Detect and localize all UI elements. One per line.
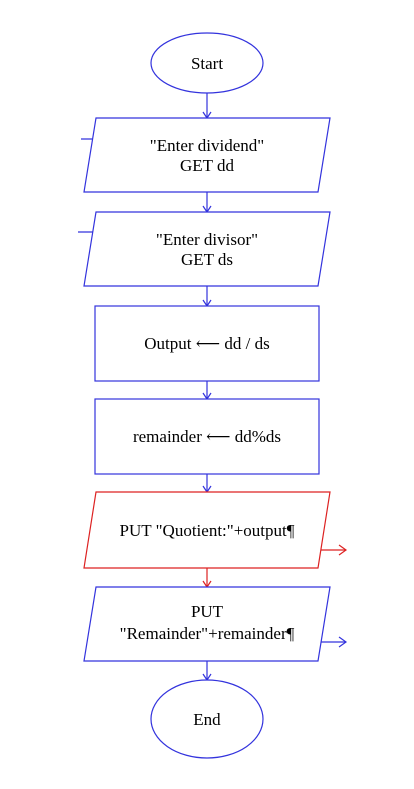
input-dividend-parallelogram — [83, 117, 331, 193]
node-end: End — [150, 679, 264, 759]
input-divisor-get: GET ds — [181, 250, 233, 269]
process-remainder-box — [94, 398, 320, 475]
node-output-remainder: PUT "Remainder"+remainder¶ — [83, 586, 331, 662]
node-start: Start — [150, 32, 264, 94]
output-quotient-parallelogram — [83, 491, 331, 569]
process-output-box — [94, 305, 320, 382]
process-output-label: Output ⟵ dd / ds — [144, 334, 269, 353]
input-dividend-prompt: "Enter dividend" — [150, 136, 264, 155]
start-label: Start — [191, 54, 223, 73]
input-divisor-parallelogram — [83, 211, 331, 287]
end-label: End — [193, 710, 221, 729]
output-quotient-label: PUT "Quotient:"+output¶ — [120, 521, 295, 540]
end-terminal-shape — [150, 679, 264, 759]
node-input-dividend: "Enter dividend" GET dd — [83, 117, 331, 193]
output-remainder-expression: "Remainder"+remainder¶ — [120, 624, 295, 643]
node-process-remainder: remainder ⟵ dd%ds — [94, 398, 320, 475]
output-arrowhead-quotient — [338, 544, 348, 556]
input-divisor-prompt: "Enter divisor" — [156, 230, 258, 249]
output-remainder-put: PUT — [191, 602, 224, 621]
node-output-quotient: PUT "Quotient:"+output¶ — [83, 491, 331, 569]
start-terminal-shape — [150, 32, 264, 94]
output-arrowhead-remainder — [338, 636, 348, 648]
process-remainder-label: remainder ⟵ dd%ds — [133, 427, 281, 446]
node-input-divisor: "Enter divisor" GET ds — [83, 211, 331, 287]
output-remainder-parallelogram — [83, 586, 331, 662]
node-process-output: Output ⟵ dd / ds — [94, 305, 320, 382]
input-dividend-get: GET dd — [180, 156, 234, 175]
